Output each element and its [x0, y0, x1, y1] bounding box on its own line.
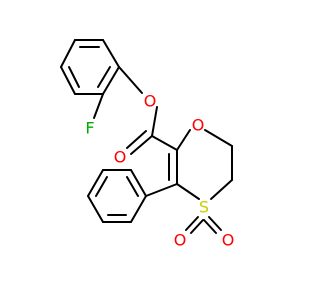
bond [130, 195, 147, 223]
sulfonyl-oxygen-right-atom-label: O [222, 231, 235, 250]
bond [93, 93, 104, 119]
bond [190, 219, 204, 234]
bond [208, 216, 222, 231]
bond [204, 129, 233, 147]
bond [87, 195, 104, 223]
sulfur-atom-label: S [199, 198, 209, 217]
fluorophenyl-ring [60, 39, 120, 95]
bond [203, 219, 217, 234]
bond [151, 135, 178, 151]
bond [130, 169, 147, 197]
bond [210, 179, 233, 200]
aromatic-bond [97, 66, 111, 88]
fluorine-atom-label: F [85, 119, 94, 138]
aromatic-bond [126, 176, 139, 197]
oxathiine-ring [168, 129, 233, 200]
bond [176, 129, 191, 151]
bond [145, 183, 178, 197]
bond [118, 66, 143, 94]
bond [126, 130, 147, 149]
bond [151, 106, 158, 137]
molecule-canvas: F O O O S O O [60, 39, 235, 250]
bond [87, 169, 104, 197]
sulfonyl-oxygen-left-atom-label: O [174, 231, 187, 250]
bond [102, 39, 120, 68]
bond [130, 135, 153, 155]
bond [102, 66, 120, 95]
bond [185, 216, 199, 231]
molecule-structure: F O O O S O O [60, 39, 235, 250]
aromatic-bond [95, 176, 108, 197]
bond [60, 39, 76, 68]
ester-oxygen-atom-label: O [144, 92, 157, 111]
ring-oxygen-atom-label: O [192, 116, 205, 135]
bond [60, 66, 76, 95]
carbonyl-oxygen-atom-label: O [114, 148, 127, 167]
phenyl-ring [87, 169, 147, 223]
bond [176, 183, 200, 200]
aromatic-bond [68, 66, 80, 88]
